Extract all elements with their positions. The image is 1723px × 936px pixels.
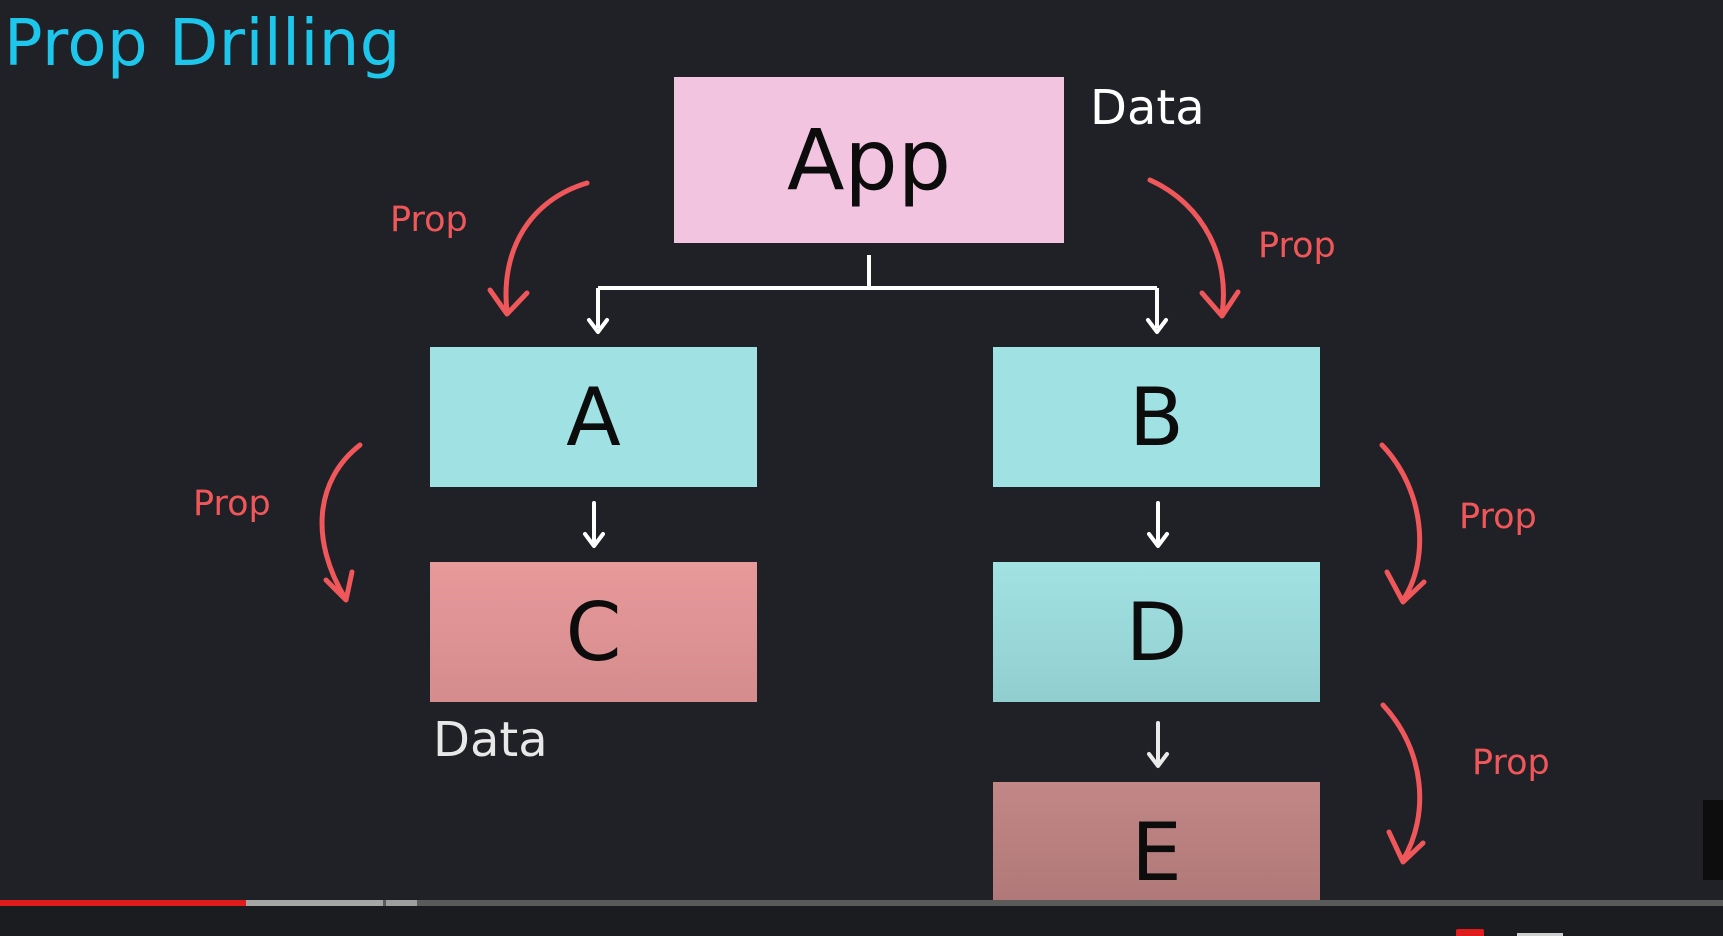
settings-indicator[interactable] <box>1517 933 1563 936</box>
progress-played <box>0 900 247 906</box>
node-e: E <box>993 782 1320 922</box>
prop-label-app-to-a: Prop <box>390 200 468 240</box>
node-app-label: App <box>786 111 952 209</box>
node-a: A <box>430 347 757 487</box>
progress-buffered-extra <box>385 900 417 906</box>
prop-arrow-app-to-b <box>1147 177 1241 319</box>
prop-label-d-to-e: Prop <box>1472 743 1550 783</box>
app-connector <box>596 255 1159 328</box>
b-to-d-arrow <box>1147 501 1169 548</box>
prop-label-a-to-c: Prop <box>193 484 271 524</box>
data-label-app: Data <box>1090 80 1205 136</box>
node-c-label: C <box>565 585 622 679</box>
node-d-label: D <box>1125 585 1188 679</box>
node-app: App <box>674 77 1064 243</box>
slide-title: Prop Drilling <box>4 7 401 81</box>
player-controls-strip <box>0 906 1723 936</box>
prop-label-b-to-d: Prop <box>1459 497 1537 537</box>
prop-arrow-app-to-a <box>487 180 590 317</box>
node-b-label: B <box>1129 370 1184 464</box>
prop-arrow-a-to-c <box>319 442 363 603</box>
node-d: D <box>993 562 1320 702</box>
app-connector-heads <box>587 318 1168 334</box>
video-progress-bar[interactable] <box>0 900 1723 906</box>
hd-badge-icon <box>1456 929 1484 936</box>
prop-label-app-to-b: Prop <box>1258 226 1336 266</box>
a-to-c-arrow <box>583 501 605 548</box>
d-to-e-arrow <box>1147 721 1169 768</box>
prop-arrow-b-to-d <box>1379 442 1427 605</box>
node-c: C <box>430 562 757 702</box>
node-e-label: E <box>1131 805 1182 899</box>
prop-arrow-d-to-e <box>1380 702 1426 865</box>
side-panel-handle[interactable] <box>1703 800 1723 880</box>
node-b: B <box>993 347 1320 487</box>
data-label-c: Data <box>433 712 548 768</box>
node-a-label: A <box>566 370 621 464</box>
